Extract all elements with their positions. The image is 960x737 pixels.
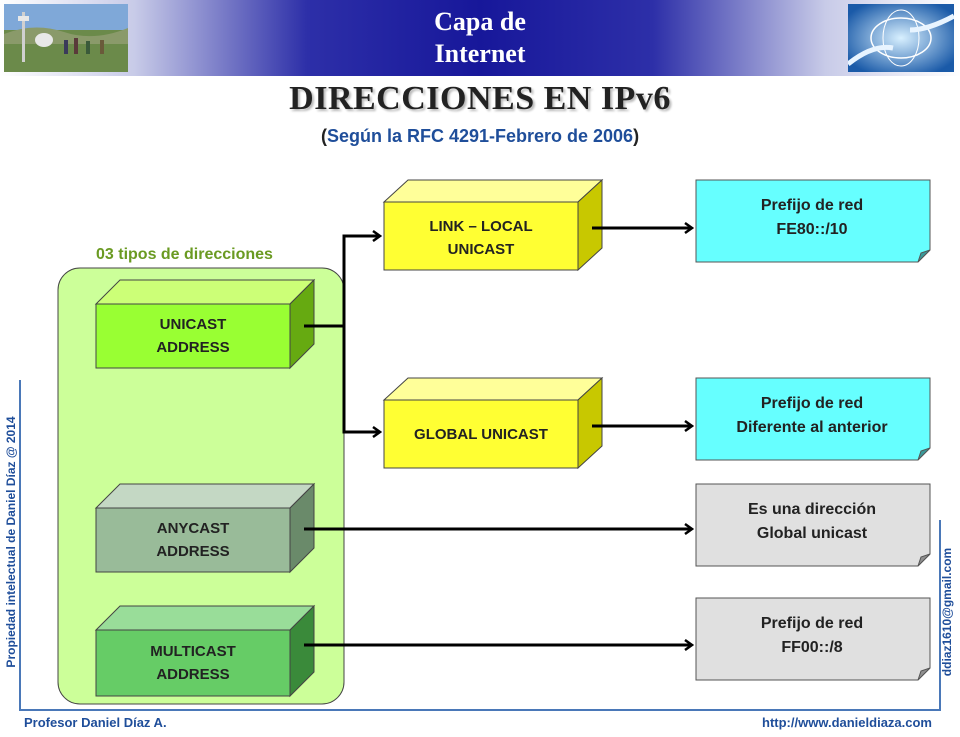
footer-author: Profesor Daniel Díaz A. xyxy=(24,715,167,730)
link-local-unicast-box: LINK – LOCAL UNICAST xyxy=(382,178,604,272)
connectors xyxy=(304,228,692,645)
subtitle-close-paren: ) xyxy=(633,126,640,146)
note3-line1: Es una dirección xyxy=(748,501,876,518)
unicast-branch-arrow-top xyxy=(304,236,380,328)
note-anycast: Es una dirección Global unicast xyxy=(695,483,931,567)
unicast-branch-arrow-bottom xyxy=(342,326,380,432)
note1-line2: FE80::/10 xyxy=(776,221,847,238)
antenna-photo xyxy=(4,4,128,72)
note4-line2: FF00::/8 xyxy=(781,639,842,656)
slide-title: DIRECCIONES EN IPv6 xyxy=(289,80,671,117)
copyright-sidebar: Propiedad intelectual de Daniel Díaz @ 2… xyxy=(4,380,18,704)
multicast-line2: ADDRESS xyxy=(156,666,229,683)
slide-subtitle: (Según la RFC 4291-Febrero de 2006) xyxy=(180,126,780,147)
group-label: 03 tipos de direcciones xyxy=(96,246,273,263)
subtitle-text: Según la RFC 4291-Febrero de 2006 xyxy=(326,126,634,146)
global-unicast-box: GLOBAL UNICAST xyxy=(382,376,604,470)
footer-url[interactable]: http://www.danieldiaza.com xyxy=(762,715,932,730)
anycast-line1: ANYCAST xyxy=(157,520,230,537)
chapter-title-line2: Internet xyxy=(434,39,526,68)
multicast-line1: MULTICAST xyxy=(150,643,236,660)
slide-frame xyxy=(19,380,941,711)
global-unicast-label: GLOBAL UNICAST xyxy=(414,426,548,443)
link-local-line2: UNICAST xyxy=(448,241,515,258)
email-sidebar: ddiaz1610@gmail.com xyxy=(940,520,954,704)
copyright-text: Propiedad intelectual de Daniel Díaz @ 2… xyxy=(4,416,18,668)
multicast-address-box: MULTICAST ADDRESS xyxy=(94,604,316,698)
subtitle-open-paren: ( xyxy=(320,126,327,146)
note2-line1: Prefijo de red xyxy=(761,395,863,412)
header-banner: Capa de Internet xyxy=(0,0,960,76)
unicast-address-box: UNICAST ADDRESS xyxy=(94,278,316,370)
note-link-local-prefix: Prefijo de red FE80::/10 xyxy=(695,179,931,263)
note2-line2: Diferente al anterior xyxy=(736,419,887,436)
note3-line2: Global unicast xyxy=(757,525,868,542)
note-multicast-prefix: Prefijo de red FF00::/8 xyxy=(695,597,931,681)
anycast-address-box: ANYCAST ADDRESS xyxy=(94,482,316,574)
note4-line1: Prefijo de red xyxy=(761,615,863,632)
note-global-unicast-prefix: Prefijo de red Diferente al anterior xyxy=(695,377,931,461)
note1-line1: Prefijo de red xyxy=(761,197,863,214)
unicast-line2: ADDRESS xyxy=(156,339,229,356)
unicast-line1: UNICAST xyxy=(160,316,227,333)
anycast-line2: ADDRESS xyxy=(156,543,229,560)
email-text[interactable]: ddiaz1610@gmail.com xyxy=(940,547,954,677)
link-local-line1: LINK – LOCAL xyxy=(429,218,532,235)
chapter-title: Capa de Internet xyxy=(380,6,580,70)
chapter-title-line1: Capa de xyxy=(434,7,526,36)
hands-network-image xyxy=(848,4,954,72)
